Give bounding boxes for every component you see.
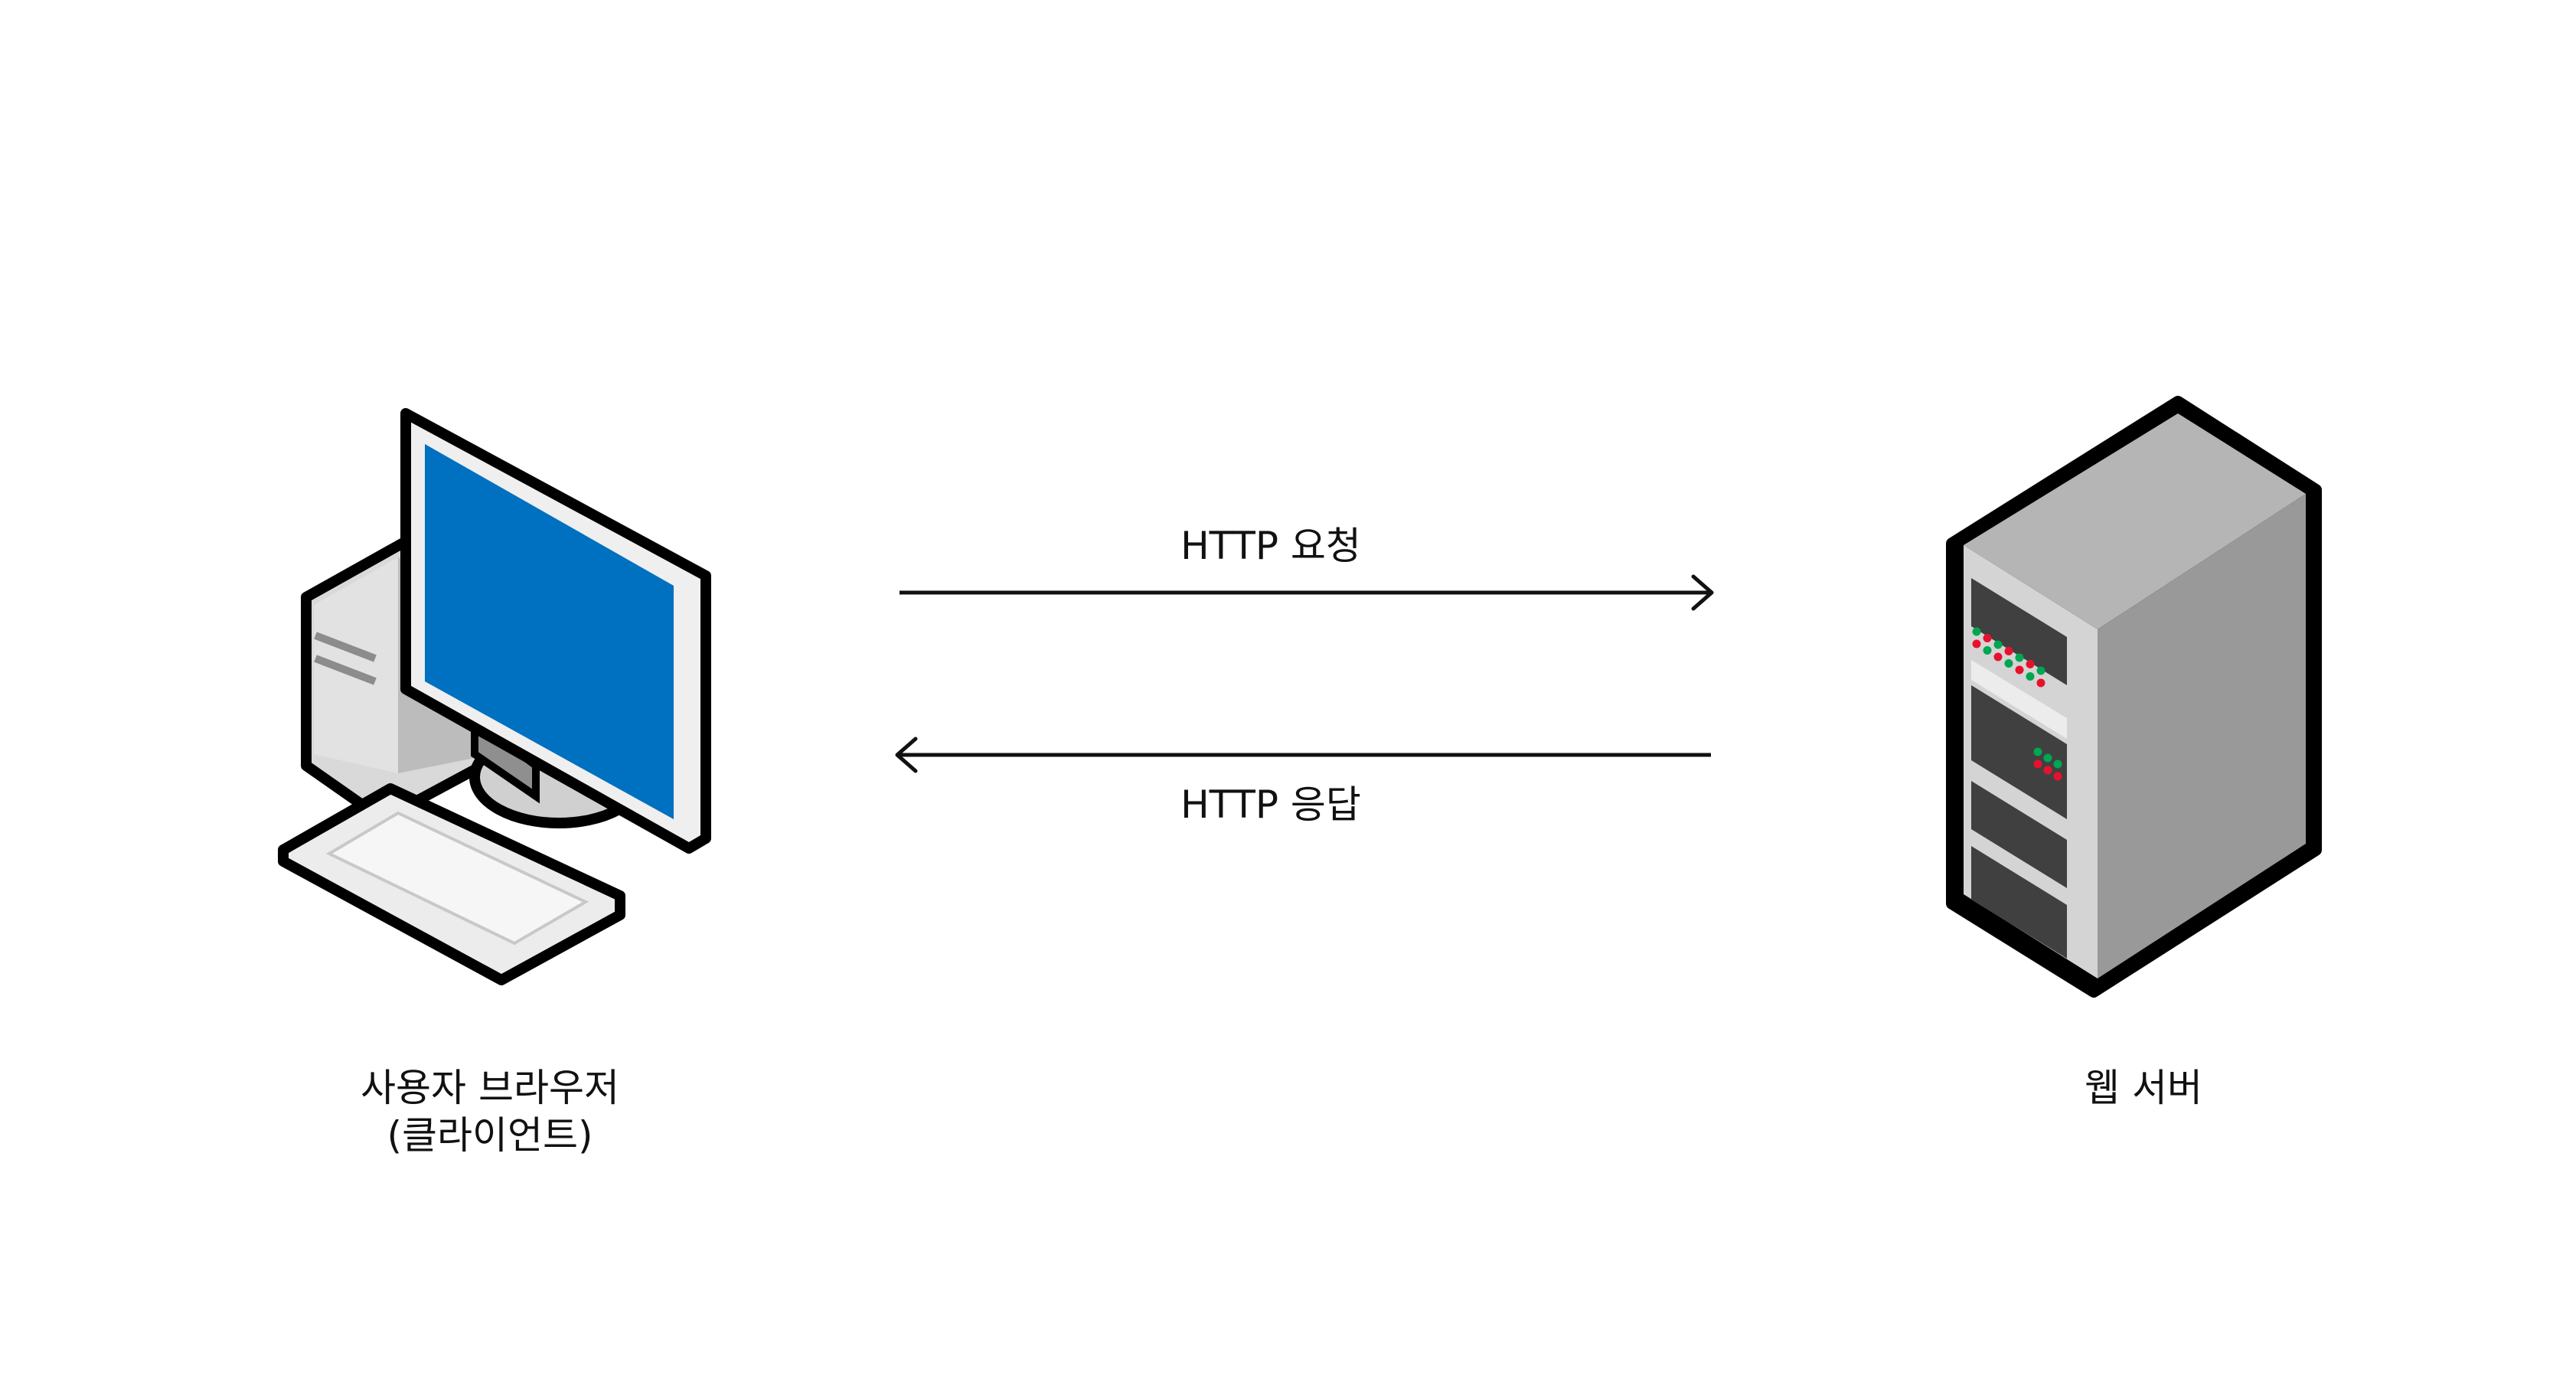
server-led [2015,665,2024,675]
server-led [2036,678,2045,688]
server-led [1983,646,1992,655]
server-led [2036,666,2045,675]
server-led [1993,640,2003,649]
desktop-computer-icon [278,408,711,985]
monitor-screen [425,444,674,819]
server-status-leds [1972,627,2062,781]
server-led [2026,672,2035,681]
server-led [2033,759,2042,769]
server-led [1983,634,1992,642]
server-led [2053,772,2062,781]
server-led [1972,639,1981,648]
monitor [400,408,711,854]
server-led [2026,660,2035,668]
client-label-line1: 사용자 브라우저 [361,1066,619,1110]
server-led [2015,653,2024,662]
server-tower-icon [1946,396,2322,998]
client-label-line2: (클라이언트) [387,1113,593,1158]
server-drive-bays [1971,578,2067,959]
server-led [2043,766,2052,775]
keyboard [278,783,625,985]
client-label: 사용자 브라우저 (클라이언트) [337,1064,643,1159]
server-led [2004,659,2013,668]
request-arrow [899,574,1714,611]
server-label: 웹 서버 [2085,1066,2202,1110]
server-led [2033,747,2042,756]
response-arrow-label: HTTP 응답 [1180,782,1361,827]
server-led [2053,759,2062,769]
request-arrow-label: HTTP 요청 [1180,524,1361,568]
server-led [2004,647,2013,655]
server-led [1972,627,1981,636]
server-led [1993,652,2003,661]
response-arrow [895,737,1711,773]
server-led [2043,753,2052,763]
